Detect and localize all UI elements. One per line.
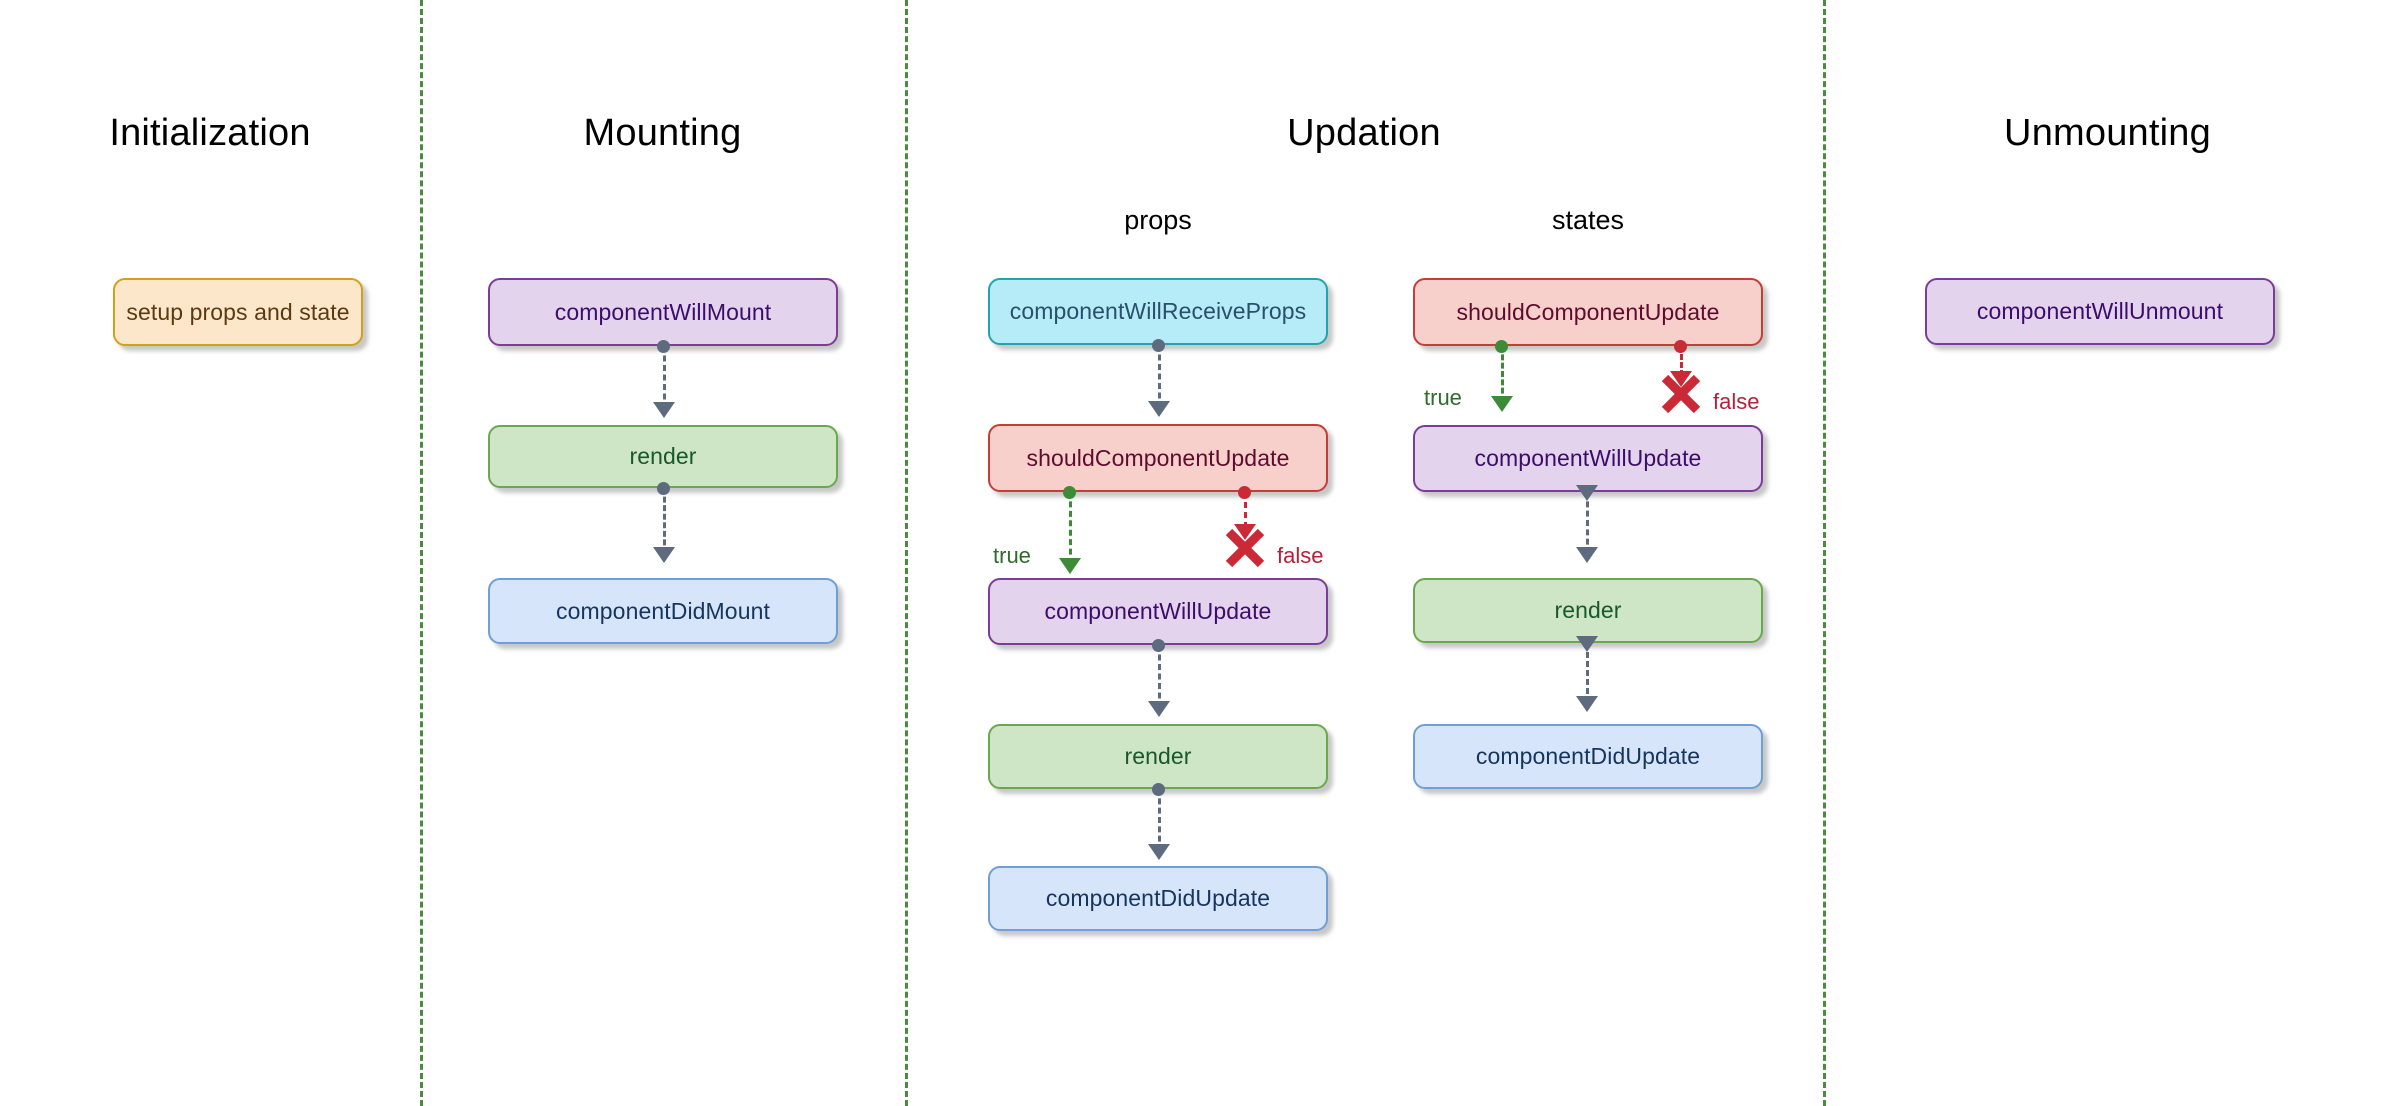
connector-line <box>1158 345 1161 408</box>
false-branch-line <box>1680 346 1683 376</box>
node-component-will-update-props[interactable]: componentWillUpdate <box>988 578 1328 645</box>
connector-line <box>663 488 666 554</box>
node-component-did-mount[interactable]: componentDidMount <box>488 578 838 644</box>
connector-arrowhead <box>653 547 675 563</box>
node-label: componentWillUpdate <box>1044 598 1272 624</box>
node-label: componentWillUpdate <box>1474 445 1702 471</box>
connector-arrowhead <box>1148 701 1170 717</box>
subtitle-props: props <box>1124 205 1192 235</box>
node-setup-props-and-state[interactable]: setup props and state <box>113 278 363 346</box>
node-label: shouldComponentUpdate <box>1456 298 1720 325</box>
node-component-will-unmount[interactable]: componentWillUnmount <box>1925 278 2275 345</box>
column-separator-3 <box>1823 0 1826 1106</box>
connector-line <box>663 346 666 409</box>
node-render-states[interactable]: render <box>1413 578 1763 643</box>
node-render-mounting[interactable]: render <box>488 425 838 488</box>
column-title-updation: Updation <box>1287 112 1441 154</box>
node-label: render <box>629 443 697 469</box>
node-label: render <box>1124 743 1192 769</box>
connector-arrowhead <box>653 402 675 418</box>
connector-arrowhead <box>1576 696 1598 712</box>
subtitle-states: states <box>1551 205 1625 235</box>
connector-line <box>1158 645 1161 708</box>
branch-label-true-props: true <box>993 543 1031 568</box>
connector-line <box>1586 643 1589 703</box>
node-component-will-mount[interactable]: componentWillMount <box>488 278 838 346</box>
node-component-will-update-states[interactable]: componentWillUpdate <box>1413 425 1763 492</box>
node-label: componentDidMount <box>556 597 770 624</box>
connector-arrowhead <box>1148 844 1170 860</box>
connector-line <box>1586 492 1589 554</box>
true-branch-arrowhead <box>1491 396 1513 412</box>
column-title-mounting: Mounting <box>583 112 742 154</box>
blocked-x-icon <box>1661 374 1701 414</box>
false-branch-arrowhead <box>1234 524 1256 540</box>
connector-arrowhead <box>1576 547 1598 563</box>
node-label: shouldComponentUpdate <box>1026 444 1290 471</box>
blocked-x-icon <box>1225 528 1265 568</box>
column-title-initialization: Initialization <box>109 112 311 154</box>
column-title-unmounting: Unmounting <box>2004 112 2211 154</box>
connector-arrowhead-top <box>1576 485 1598 501</box>
node-component-will-receive-props[interactable]: componentWillReceiveProps <box>988 278 1328 345</box>
node-label: componentDidUpdate <box>1045 885 1271 911</box>
node-should-component-update-props[interactable]: shouldComponentUpdate <box>988 424 1328 492</box>
node-label: render <box>1554 597 1622 623</box>
true-branch-line <box>1069 492 1072 564</box>
branch-label-false-states: false <box>1713 389 1760 414</box>
node-label: setup props and state <box>126 298 350 325</box>
node-label: componentWillMount <box>554 298 772 325</box>
node-label: componentDidUpdate <box>1475 743 1701 769</box>
branch-label-true-states: true <box>1424 385 1462 410</box>
node-label: componentWillUnmount <box>1976 298 2224 324</box>
node-should-component-update-states[interactable]: shouldComponentUpdate <box>1413 278 1763 346</box>
column-separator-1 <box>420 0 423 1106</box>
node-component-did-update-props[interactable]: componentDidUpdate <box>988 866 1328 931</box>
true-branch-arrowhead <box>1059 558 1081 574</box>
connector-arrowhead-top <box>1576 636 1598 652</box>
branch-label-false-props: false <box>1277 543 1324 568</box>
node-label: componentWillReceiveProps <box>1009 298 1307 324</box>
false-branch-line <box>1244 492 1247 528</box>
node-component-did-update-states[interactable]: componentDidUpdate <box>1413 724 1763 789</box>
true-branch-line <box>1501 346 1504 402</box>
connector-arrowhead <box>1148 401 1170 417</box>
column-separator-2 <box>905 0 908 1106</box>
connector-line <box>1158 789 1161 851</box>
node-render-props[interactable]: render <box>988 724 1328 789</box>
